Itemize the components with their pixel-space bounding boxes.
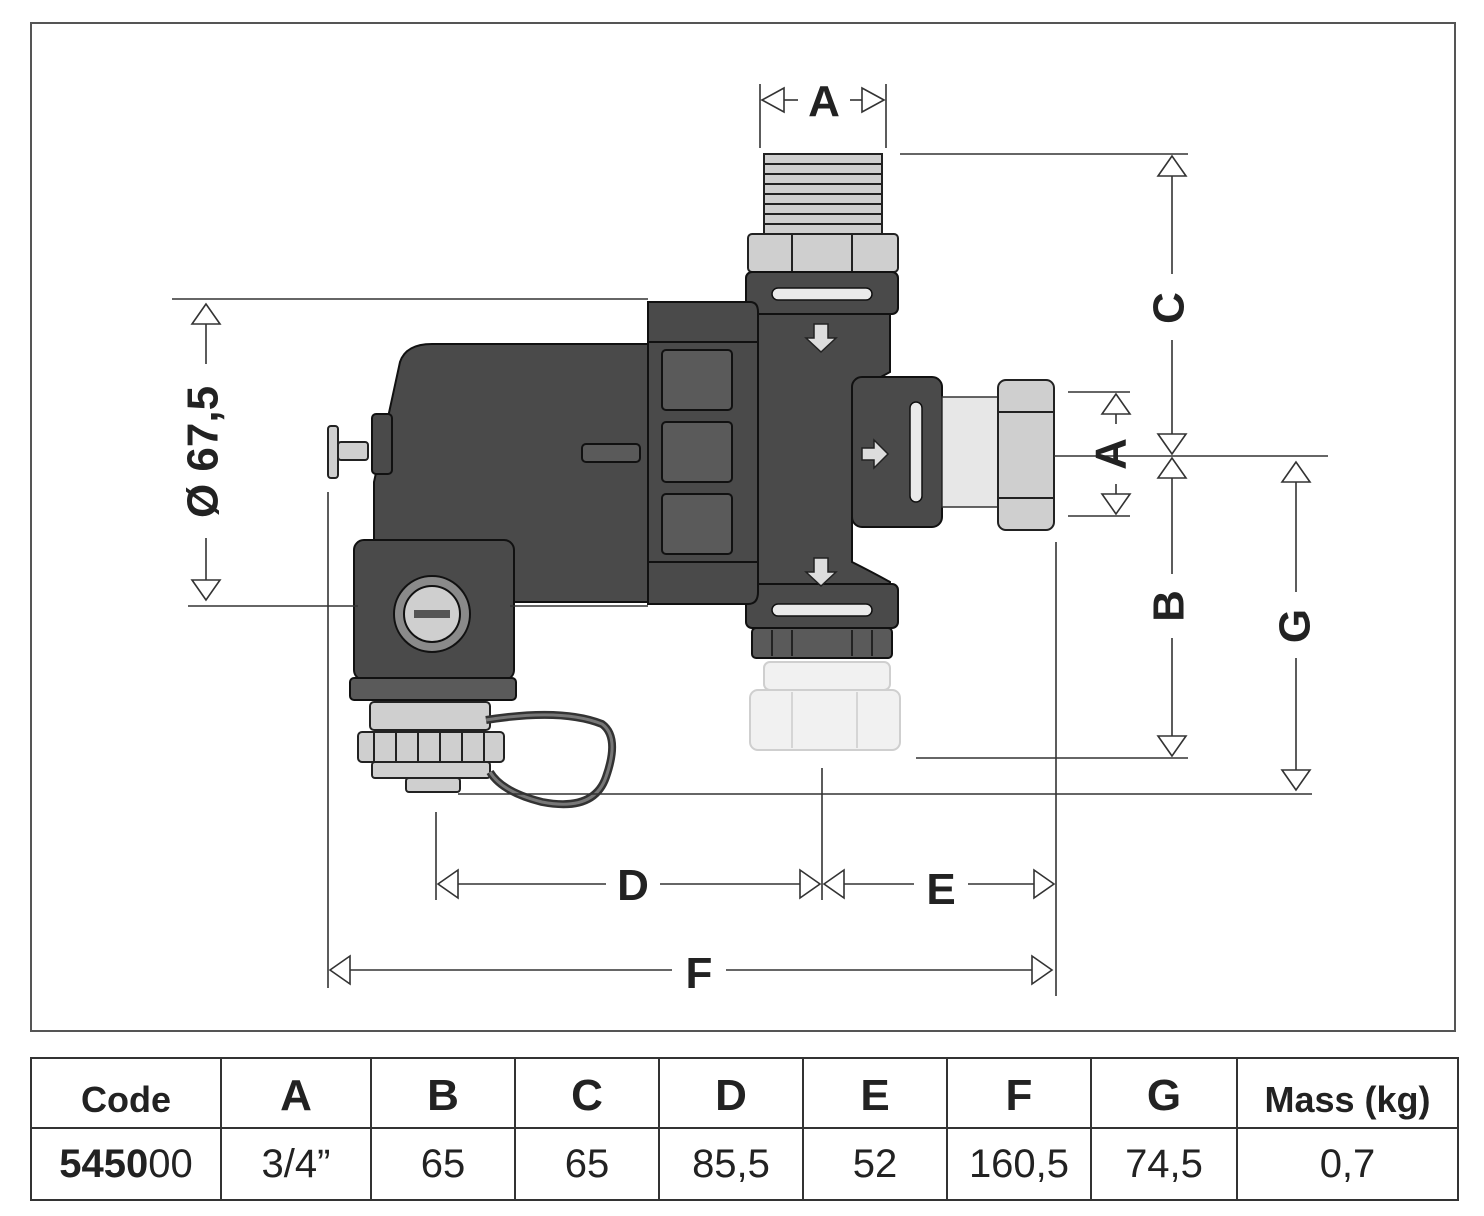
label-c: C xyxy=(1145,292,1194,324)
label-b: B xyxy=(1145,590,1194,622)
technical-drawing-frame: A C B A G Ø 67,5 xyxy=(30,22,1456,1032)
header-mass: Mass (kg) xyxy=(1236,1057,1459,1129)
label-d: D xyxy=(617,861,649,910)
ghost-union xyxy=(749,661,901,751)
header-e: E xyxy=(802,1057,948,1129)
dimension-a-top: A xyxy=(760,77,886,126)
dimension-g: G xyxy=(1271,460,1320,792)
table-header-row: Code A B C D E F G Mass (kg) xyxy=(30,1057,1459,1129)
header-c: C xyxy=(514,1057,660,1129)
dimension-c: C xyxy=(1145,154,1194,456)
lower-elbow xyxy=(349,539,616,809)
dimension-e: E xyxy=(822,865,1056,914)
header-a: A xyxy=(220,1057,372,1129)
code-bold-part: 5450 xyxy=(59,1141,149,1186)
header-g: G xyxy=(1090,1057,1238,1129)
cell-d: 85,5 xyxy=(658,1127,804,1201)
label-diameter: Ø 67,5 xyxy=(179,386,228,518)
cell-a: 3/4” xyxy=(220,1127,372,1201)
cell-g: 74,5 xyxy=(1090,1127,1238,1201)
dimension-diameter: Ø 67,5 xyxy=(179,302,228,602)
cell-f: 160,5 xyxy=(946,1127,1092,1201)
top-threaded-connector xyxy=(747,153,899,273)
cell-c: 65 xyxy=(514,1127,660,1201)
collar-ring xyxy=(647,301,759,605)
label-f: F xyxy=(686,949,713,998)
cell-b: 65 xyxy=(370,1127,516,1201)
label-g: G xyxy=(1271,609,1320,643)
dimension-b: B xyxy=(1145,456,1194,758)
dimensions-table: Code A B C D E F G Mass (kg) 545000 3/4”… xyxy=(30,1057,1459,1201)
dimension-f: F xyxy=(328,949,1054,998)
cell-code: 545000 xyxy=(30,1127,222,1201)
cell-e: 52 xyxy=(802,1127,948,1201)
separator-body xyxy=(371,343,649,603)
valve-body xyxy=(745,271,1055,659)
table-row: 545000 3/4” 65 65 85,5 52 160,5 74,5 0,7 xyxy=(30,1127,1459,1201)
header-code: Code xyxy=(30,1057,222,1129)
dimension-a-side: A xyxy=(1087,392,1136,516)
label-a-top: A xyxy=(808,77,840,126)
header-b: B xyxy=(370,1057,516,1129)
code-rest-part: 00 xyxy=(148,1141,193,1186)
header-f: F xyxy=(946,1057,1092,1129)
cell-mass: 0,7 xyxy=(1236,1127,1459,1201)
label-e: E xyxy=(926,865,955,914)
label-a-side: A xyxy=(1087,438,1136,470)
extension-lines xyxy=(172,84,1328,996)
vent-valve xyxy=(327,425,369,479)
header-d: D xyxy=(658,1057,804,1129)
dimension-d: D xyxy=(436,861,822,910)
